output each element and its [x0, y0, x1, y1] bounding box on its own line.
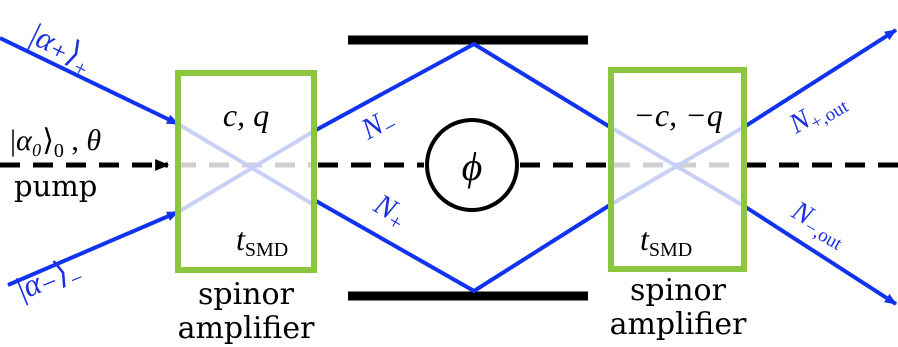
upper-arm-label: N− [355, 102, 402, 150]
left-amplifier-caption-1: spinor [198, 277, 295, 312]
left-amplifier-params: c, q [223, 97, 269, 133]
input-beam-minus [7, 210, 179, 287]
alpha-plus-label: |α₊⟩+ [22, 16, 99, 82]
phase-symbol: ϕ [462, 144, 483, 189]
theta-symbol: θ [86, 124, 101, 157]
left-box-crossing-2 [176, 128, 318, 214]
right-amplifier-caption-2: amplifier [610, 307, 747, 342]
left-amplifier-caption-2: amplifier [178, 311, 315, 346]
output-plus-label: N+,out [783, 84, 853, 144]
alpha-minus-label: |α₋⟩− [11, 249, 87, 312]
left-box-crossing-1 [176, 122, 318, 208]
right-time-subscript: SMD [649, 239, 692, 261]
svg-text:|α₊⟩+: |α₊⟩+ [22, 16, 99, 82]
right-spinor-amplifier-box [608, 67, 747, 272]
svg-text:N+: N+ [366, 187, 413, 236]
output-beam-minus [742, 204, 898, 306]
input-beam-plus [0, 36, 179, 126]
pump-label: pump [14, 169, 97, 203]
lower-arm-label: N+ [366, 187, 413, 236]
lower-arm-beam [315, 199, 612, 294]
right-box-crossing-2 [608, 125, 746, 207]
right-amplifier-params: −c, −q [633, 97, 722, 133]
svg-text:N−,out: N−,out [784, 195, 854, 255]
right-amplifier-caption-1: spinor [630, 273, 727, 308]
output-minus-label: N−,out [784, 195, 854, 255]
alpha-zero-label: |α₀⟩0 , θ [10, 124, 101, 162]
left-amplifier-time: tSMD [236, 221, 288, 261]
right-amplifier-time: tSMD [640, 221, 692, 261]
svg-text:N+,out: N+,out [783, 84, 853, 144]
left-time-symbol: t [236, 221, 246, 257]
svg-text:|α₋⟩−: |α₋⟩− [11, 249, 87, 312]
left-time-subscript: SMD [245, 239, 288, 261]
left-spinor-amplifier-box [175, 70, 317, 273]
svg-text:N−: N− [355, 102, 402, 150]
alpha-zero-ket: α₀ [16, 124, 42, 157]
upper-arm-beam [315, 41, 612, 132]
phase-shift-circle [425, 118, 519, 212]
alpha-zero-subscript: 0 [54, 140, 64, 162]
output-beam-plus [742, 28, 898, 129]
right-time-symbol: t [640, 221, 650, 257]
